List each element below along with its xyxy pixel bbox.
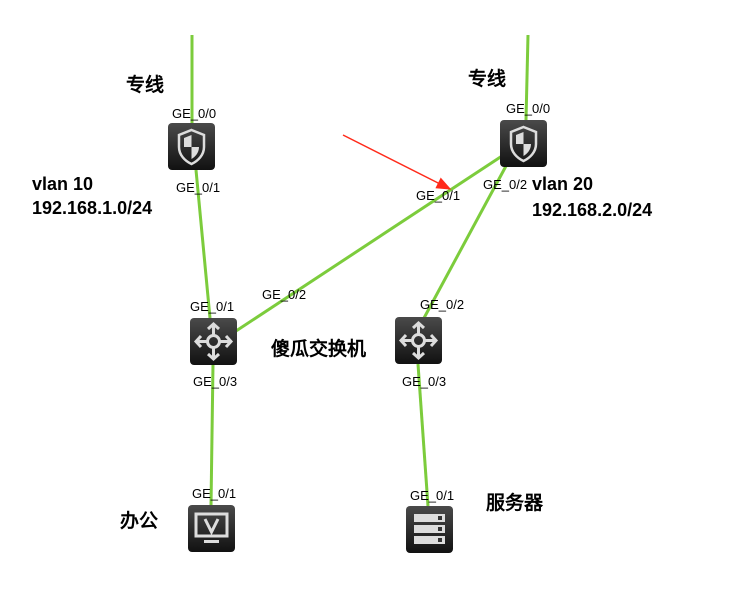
pc-office[interactable] (188, 505, 235, 552)
link-fwright-swleft (235, 154, 503, 333)
firewall-icon (509, 125, 538, 163)
vlan10-subnet: 192.168.1.0/24 (32, 198, 152, 218)
server-label: 服务器 (486, 491, 544, 514)
fw-right-label: 专线 (468, 67, 506, 90)
fw-left-port-top: GE_0/0 (172, 106, 216, 121)
server-port: GE_0/1 (410, 488, 454, 503)
link-fwleft-swleft (194, 169, 212, 319)
firewall-left[interactable] (168, 123, 215, 170)
pc-port: GE_0/1 (192, 486, 236, 501)
pc-icon (194, 512, 229, 543)
link-fwright-swright (422, 165, 508, 319)
sw-right-port-top: GE_0/2 (420, 297, 464, 312)
fw-right-port-left: GE_0/1 (416, 188, 460, 203)
fw-left-label: 专线 (126, 73, 164, 96)
vlan20-name: vlan 20 (532, 174, 593, 194)
link-swleft-pc (209, 363, 215, 507)
firewall-right[interactable] (500, 120, 547, 167)
fw-right-port-bottom: GE_0/2 (483, 177, 527, 192)
sw-left-port-bottom: GE_0/3 (193, 374, 237, 389)
switch-label: 傻瓜交换机 (271, 337, 366, 360)
firewall-icon (177, 128, 206, 166)
server-icon (414, 514, 445, 544)
fw-left-port-bottom: GE_0/1 (176, 180, 220, 195)
sw-right-port-bottom: GE_0/3 (402, 374, 446, 389)
vlan20-subnet: 192.168.2.0/24 (532, 200, 652, 220)
pc-label: 办公 (120, 509, 158, 532)
switch-right[interactable] (395, 317, 442, 364)
sw-left-port-right: GE_0/2 (262, 287, 306, 302)
red-arrow (342, 134, 452, 190)
link-uplink-right (524, 34, 530, 121)
sw-left-port-top: GE_0/1 (190, 299, 234, 314)
switch-icon (398, 320, 439, 361)
server[interactable] (406, 506, 453, 553)
vlan10-name: vlan 10 (32, 174, 93, 194)
switch-left[interactable] (190, 318, 237, 365)
switch-icon (193, 321, 234, 362)
link-swright-server (416, 363, 430, 507)
fw-right-port-top: GE_0/0 (506, 101, 550, 116)
